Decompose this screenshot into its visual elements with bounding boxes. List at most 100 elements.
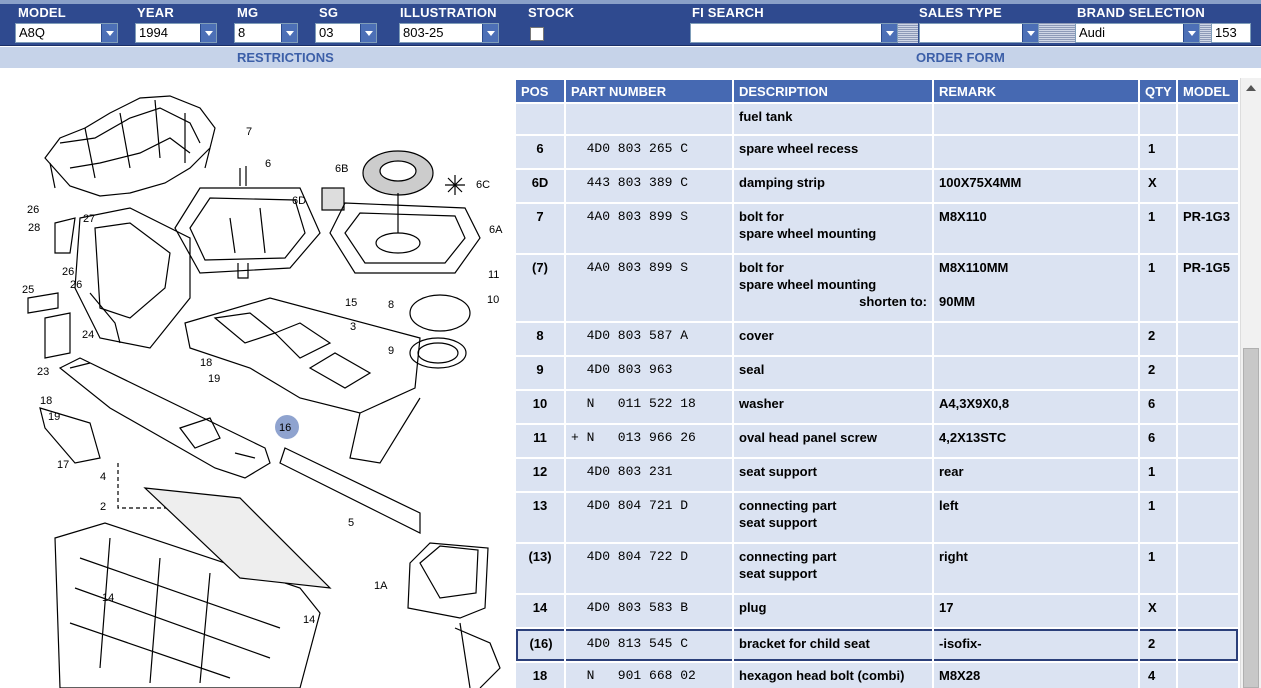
stock-label: STOCK [528, 5, 575, 20]
brand-select[interactable]: Audi [1075, 23, 1200, 43]
callout-14b: 14 [303, 614, 315, 626]
model-value: A8Q [19, 25, 46, 40]
callout-18: 18 [200, 357, 212, 369]
chevron-down-icon[interactable] [881, 24, 897, 42]
cell-qty: 1 [1140, 459, 1176, 491]
description-line: bolt for [739, 260, 784, 275]
cell-model [1178, 104, 1238, 134]
brand-value: Audi [1079, 25, 1106, 40]
cell-qty: 1 [1140, 493, 1176, 542]
cell-qty: 1 [1140, 204, 1176, 253]
table-row[interactable]: fuel tank [516, 104, 1238, 134]
sales-type-select[interactable] [919, 23, 1039, 43]
chevron-down-icon[interactable] [482, 24, 498, 42]
scroll-thumb[interactable] [1243, 348, 1259, 688]
cell-description: oval head panel screw [734, 425, 932, 457]
stock-checkbox[interactable] [530, 27, 544, 41]
chevron-down-icon[interactable] [200, 24, 216, 42]
spare-wheel-recess [174, 166, 321, 279]
remark-value-2: 90MM [939, 294, 976, 309]
order-form-tab[interactable]: ORDER FORM [916, 50, 1005, 65]
cell-qty [1140, 104, 1176, 134]
cell-qty: 6 [1140, 425, 1176, 457]
callout-6c: 6C [476, 179, 490, 191]
remark-value: left [939, 498, 959, 513]
exploded-view-drawing: 7 6 6B 6D 6C 6A 11 10 15 3 8 9 18 19 26 … [22, 95, 503, 688]
callout-19b: 19 [48, 411, 60, 423]
chevron-down-icon[interactable] [281, 24, 297, 42]
scroll-up-icon[interactable] [1241, 78, 1261, 98]
description-line: bracket for child seat [739, 636, 870, 651]
col-header-qty[interactable]: QTY [1140, 80, 1176, 102]
cell-pos: 18 [516, 663, 564, 688]
callout-8: 8 [388, 299, 394, 311]
callout-26: 26 [27, 204, 39, 216]
restrictions-tab[interactable]: RESTRICTIONS [237, 50, 334, 65]
cell-model [1178, 595, 1238, 627]
cell-model [1178, 357, 1238, 389]
chevron-down-icon[interactable] [1183, 24, 1199, 42]
cell-remark: M8X28 [934, 663, 1138, 688]
model-label: MODEL [18, 5, 66, 20]
col-header-pos[interactable]: POS [516, 80, 564, 102]
callout-19: 19 [208, 373, 220, 385]
callout-6: 6 [265, 158, 271, 170]
description-line: spare wheel mounting [739, 226, 877, 241]
section-bar: RESTRICTIONS ORDER FORM [0, 47, 1261, 68]
col-header-description[interactable]: DESCRIPTION [734, 80, 932, 102]
fi-search-select[interactable] [690, 23, 898, 43]
cell-qty: 4 [1140, 663, 1176, 688]
cell-model [1178, 323, 1238, 355]
col-header-model[interactable]: MODEL [1178, 80, 1238, 102]
illustration-select[interactable]: 803-25 [399, 23, 499, 43]
col-header-remark[interactable]: REMARK [934, 80, 1138, 102]
col-header-part-number[interactable]: PART NUMBER [566, 80, 732, 102]
chevron-down-icon[interactable] [101, 24, 117, 42]
callout-7: 7 [246, 126, 252, 138]
cell-remark: A4,3X9X0,8 [934, 391, 1138, 423]
cell-qty: 1 [1140, 255, 1176, 321]
remark-value: rear [939, 464, 964, 479]
cell-description: hexagon head bolt (combi) [734, 663, 932, 688]
callout-6a: 6A [489, 224, 503, 236]
callout-16-highlight[interactable]: 16 [275, 415, 299, 439]
callout-4: 4 [100, 471, 106, 483]
cell-part-number: 4D0 803 587 A [566, 323, 732, 355]
remark-value: -isofix- [939, 636, 982, 651]
sg-select[interactable]: 03 [315, 23, 377, 43]
remark-value: A4,3X9X0,8 [939, 396, 1010, 411]
remark-value: right [939, 549, 968, 564]
callout-26c: 26 [70, 279, 82, 291]
description-line: spare wheel mounting [739, 277, 877, 292]
remark-value: 100X75X4MM [939, 175, 1022, 190]
chevron-down-icon[interactable] [1022, 24, 1038, 42]
mg-select[interactable]: 8 [234, 23, 298, 43]
shorten-label: shorten to: [859, 294, 927, 309]
year-select[interactable]: 1994 [135, 23, 217, 43]
description-line: seal [739, 362, 765, 377]
chevron-down-icon[interactable] [360, 24, 376, 42]
vertical-scrollbar[interactable] [1240, 78, 1261, 688]
callout-25: 25 [22, 284, 34, 296]
cell-model [1178, 391, 1238, 423]
callout-27: 27 [83, 213, 95, 225]
cell-remark: M8X110 [934, 204, 1138, 253]
sg-label: SG [319, 5, 339, 20]
cell-description: fuel tank [734, 104, 932, 134]
model-select[interactable]: A8Q [15, 23, 118, 43]
cell-remark: 100X75X4MM [934, 170, 1138, 202]
